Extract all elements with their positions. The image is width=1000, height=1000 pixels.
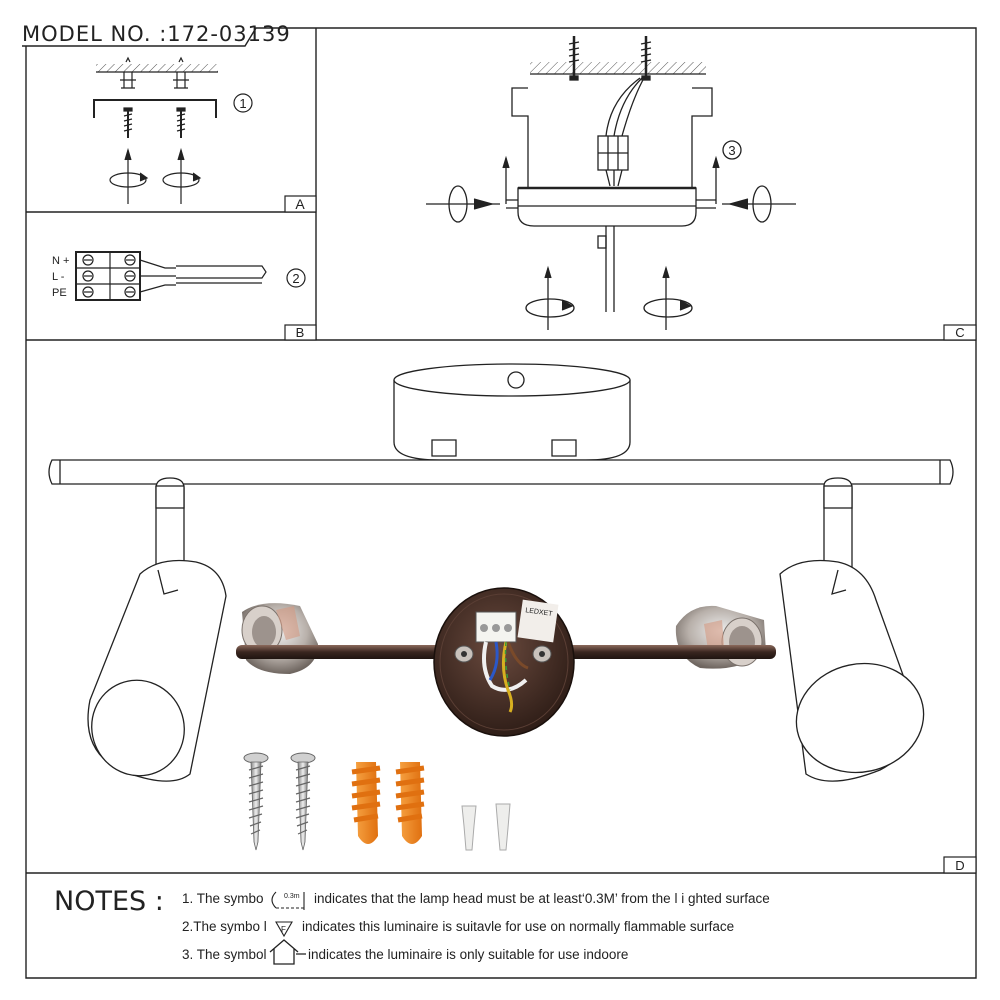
distance-symbol-icon: 0.3m (271, 891, 305, 910)
screw-icon (123, 107, 133, 138)
wall-plug-icon (120, 56, 136, 89)
model-number: MODEL NO. :172-03139 (22, 22, 291, 46)
panel-letter-b: B (296, 325, 305, 340)
rotate-arrow-icon (712, 155, 796, 223)
product-label: LEDXET (525, 607, 554, 618)
panel-a-drawing: 1 (93, 56, 253, 204)
note-1-prefix: 1. The symbo (182, 891, 264, 906)
note-3-prefix: 3. The symbol (182, 947, 267, 962)
fixture-photo: LEDXET (236, 587, 776, 737)
step-number-b: 2 (292, 271, 299, 286)
note-1-text: indicates that the lamp head must be at … (314, 891, 770, 906)
notes-title: NOTES : (54, 886, 164, 917)
rotate-arrow-icon (643, 265, 693, 330)
fixture-outline (48, 363, 954, 782)
terminal-label-n: N + (52, 255, 69, 267)
step-number-a: 1 (239, 96, 246, 111)
rotate-arrow-icon (162, 147, 202, 204)
rotate-arrow-icon (109, 147, 149, 204)
terminal-screw-icon (82, 254, 136, 298)
indoor-house-icon (269, 939, 306, 965)
screw-icon (290, 752, 316, 851)
flammable-surface-icon: F (275, 921, 293, 938)
wall-plug-icon (351, 762, 381, 844)
terminal-label-l: L - (52, 271, 65, 283)
panel-letter-a: A (295, 196, 305, 212)
screw-icon (640, 36, 652, 81)
note-2-prefix: 2.The symbo l (182, 919, 267, 934)
screw-icon (568, 36, 580, 81)
wire-connector-icon (461, 803, 511, 851)
rotate-arrow-icon (426, 155, 510, 223)
wall-plug-icon (395, 762, 425, 844)
flammable-symbol-label: F (281, 925, 286, 934)
frame (22, 27, 977, 979)
wall-plug-icon (173, 56, 189, 89)
panel-c-drawing: 3 (426, 36, 796, 330)
panel-letter-c: C (955, 325, 964, 340)
panel-letter-d: D (955, 858, 964, 873)
note-3-text: indicates the luminaire is only suitable… (308, 947, 629, 962)
screw-icon (176, 107, 186, 138)
distance-symbol-label: 0.3m (284, 893, 300, 900)
step-number-c: 3 (728, 143, 735, 158)
terminal-label-pe: PE (52, 287, 67, 299)
panel-b-drawing: N + L - PE 2 (52, 251, 306, 301)
screw-icon (243, 752, 269, 851)
rotate-arrow-icon (525, 265, 575, 330)
note-2-text: indicates this luminaire is suitavle for… (302, 919, 735, 934)
